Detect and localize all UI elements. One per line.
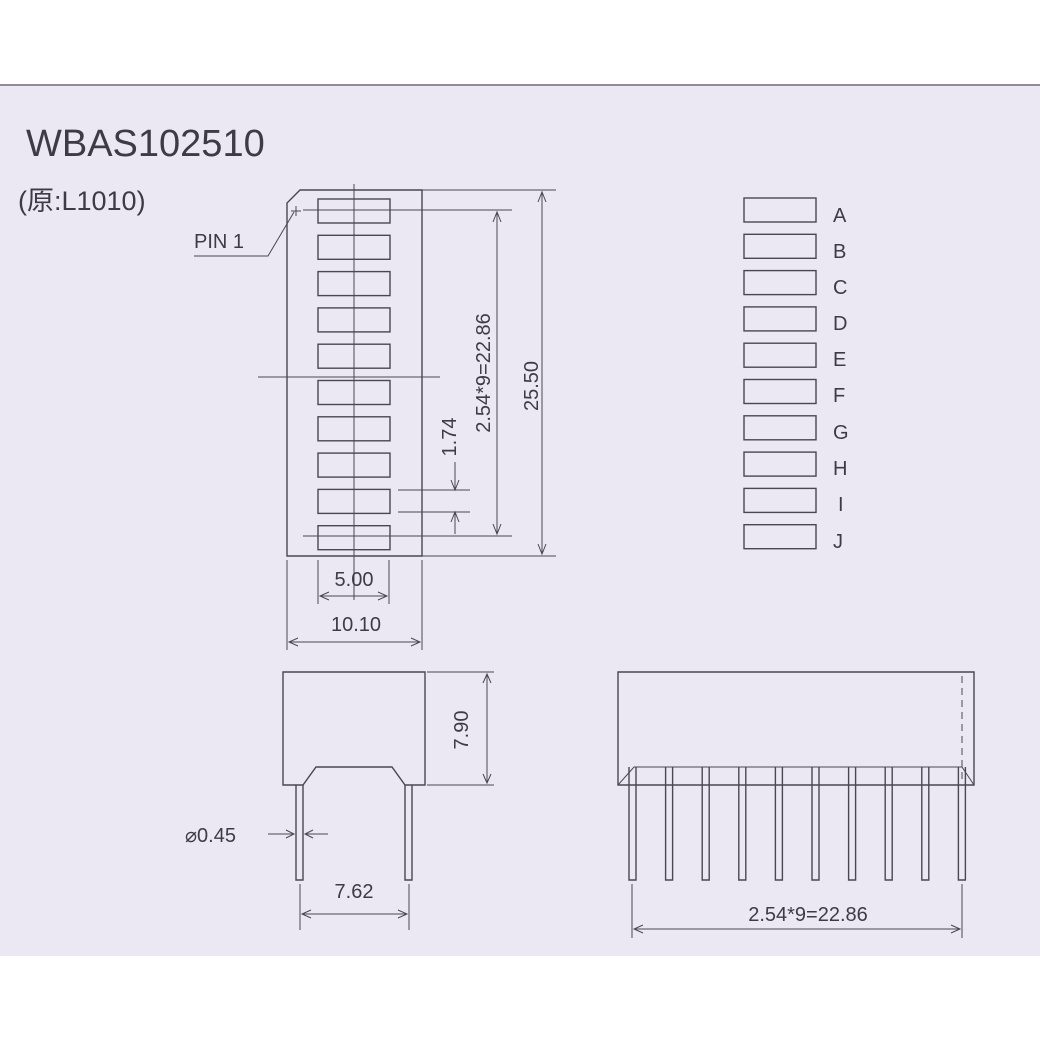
segment-label-a: A — [833, 205, 847, 227]
inner-width-label: 5.00 — [335, 569, 374, 591]
elevation-lead — [957, 767, 967, 881]
elevation-body — [617, 671, 975, 786]
segment-label-j: J — [833, 531, 843, 553]
side-height-dimension: 7.90 — [427, 671, 494, 786]
legend-segment-i — [743, 487, 817, 514]
elevation-lead — [847, 767, 857, 881]
elevation-view — [617, 671, 975, 881]
legend-segment-g — [743, 415, 817, 441]
side-view-body — [282, 671, 426, 786]
lead-spacing-dimension: 7.62 — [299, 881, 410, 930]
pin1-leader-line — [194, 211, 295, 257]
segment-label-b: B — [833, 241, 846, 263]
segment-label-f: F — [833, 385, 845, 407]
segment-gap-dimension: 1.74 — [398, 418, 470, 534]
legend-segment-j — [743, 524, 817, 550]
part-number-title: WBAS102510 — [26, 123, 265, 165]
outer-width-dimension: 10.10 — [286, 560, 423, 650]
legend-segment-a — [743, 197, 817, 223]
total-height-label: 25.50 — [521, 361, 543, 411]
elevation-lead — [701, 767, 710, 881]
legend-segment-h — [743, 451, 817, 477]
legend-segment-e — [743, 342, 817, 368]
pin1-callout: PIN 1 — [194, 211, 295, 257]
segment-label-e: E — [833, 349, 846, 371]
elevation-leads — [628, 767, 967, 881]
pin1-marker — [291, 206, 301, 216]
segment-legend: A B C D E F G H I J — [743, 197, 849, 553]
segment-label-i: I — [838, 494, 844, 516]
elevation-lead — [628, 767, 637, 881]
elevation-lead — [811, 767, 820, 881]
side-height-label: 7.90 — [451, 711, 473, 750]
outer-width-label: 10.10 — [331, 614, 381, 636]
segment-label-c: C — [833, 277, 847, 299]
segment-label-h: H — [833, 458, 847, 480]
legend-segment-d — [743, 306, 817, 332]
lead-spacing-label: 7.62 — [335, 881, 374, 903]
segment-label-d: D — [833, 313, 847, 335]
bottom-span-dimension: 2.54*9=22.86 — [631, 884, 963, 938]
elevation-lead — [664, 767, 674, 881]
lead-diameter-dimension: ⌀0.45 — [185, 825, 328, 847]
side-view — [282, 671, 426, 881]
total-height-dimension: 25.50 — [422, 189, 556, 557]
side-view-lead-right — [404, 785, 413, 881]
elevation-lead — [884, 767, 893, 881]
elevation-base-step — [617, 766, 975, 786]
elevation-lead — [738, 767, 747, 881]
original-part-subtitle: (原:L1010) — [18, 186, 146, 216]
side-view-lead-left — [295, 785, 304, 881]
pitch-span-label: 2.54*9=22.86 — [473, 313, 495, 433]
pitch-span-dimension: 2.54*9=22.86 — [473, 210, 502, 536]
elevation-lead — [921, 767, 930, 881]
legend-segment-c — [743, 269, 817, 296]
inner-width-dimension: 5.00 — [317, 560, 390, 604]
bottom-span-label: 2.54*9=22.86 — [748, 904, 868, 926]
segment-label-g: G — [833, 422, 849, 444]
legend-segment-f — [743, 378, 817, 405]
pin1-label: PIN 1 — [194, 231, 244, 253]
drawing-sheet — [0, 84, 1040, 956]
segment-gap-label: 1.74 — [439, 418, 461, 457]
elevation-lead — [774, 767, 784, 881]
front-view — [258, 184, 512, 600]
legend-segment-b — [743, 233, 817, 260]
lead-diameter-label: ⌀0.45 — [185, 825, 236, 847]
